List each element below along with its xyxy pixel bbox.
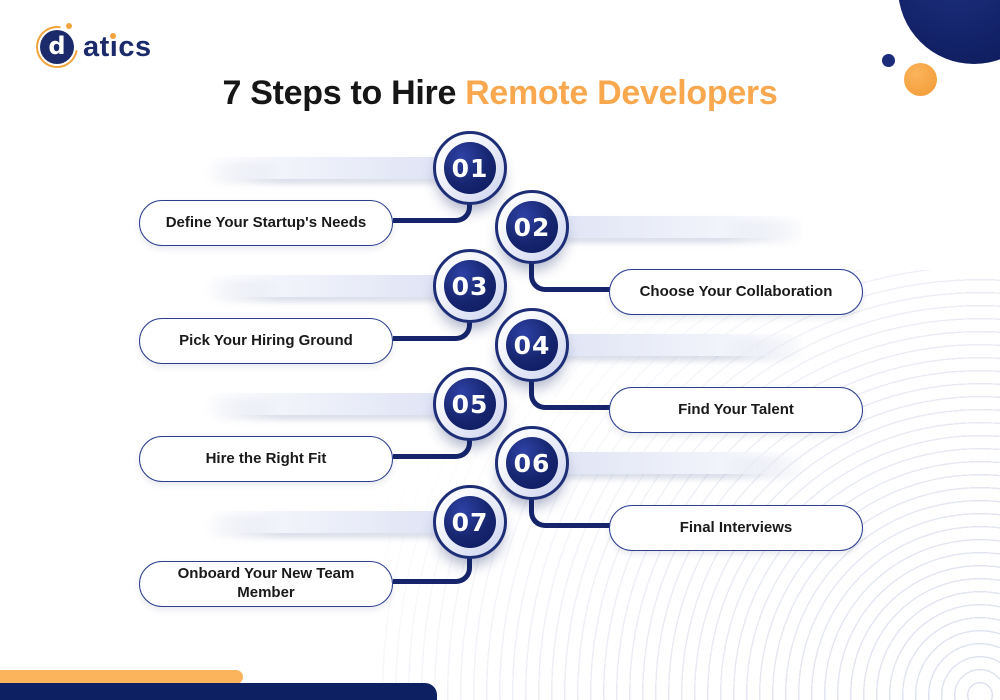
step-1-label: Define Your Startup's Needs [165, 213, 367, 231]
step-1-connector [393, 201, 472, 223]
step-1-label-pill: Define Your Startup's Needs [139, 200, 393, 246]
step-4: 04 Find Your Talent [0, 308, 1000, 443]
step-7-label: Onboard Your New Team Member [177, 565, 355, 601]
step-6-label: Final Interviews [679, 518, 793, 536]
step-7-connector [393, 557, 472, 584]
step-6-connector [529, 496, 614, 528]
step-3: 03 Pick Your Hiring Ground [0, 249, 1000, 384]
decor-dot-navy [882, 54, 895, 67]
step-6-number-badge: 06 [495, 426, 569, 500]
decor-dot-orange [904, 63, 937, 96]
step-7-number: 07 [444, 496, 496, 548]
logo-orange-dot [66, 23, 72, 29]
step-2-number: 02 [506, 201, 558, 253]
step-6-number: 06 [506, 437, 558, 489]
bottom-bar-navy [0, 683, 437, 700]
step-7-label-pill: Onboard Your New Team Member [139, 561, 393, 607]
step-2-label: Choose Your Collaboration [639, 282, 833, 300]
step-1: 01 Define Your Startup's Needs [0, 131, 1000, 266]
step-3-label: Pick Your Hiring Ground [179, 331, 353, 349]
step-5-bar [205, 393, 457, 415]
step-3-label-pill: Pick Your Hiring Ground [139, 318, 393, 364]
title-accent-text: Remote Developers [465, 74, 778, 112]
step-6-label-pill: Final Interviews [609, 505, 863, 551]
step-3-bar [205, 275, 457, 297]
step-5-number: 05 [444, 378, 496, 430]
logo-i-tittle-dot [110, 32, 116, 39]
step-7-bar [205, 511, 457, 533]
step-4-label: Find Your Talent [678, 400, 794, 418]
step-3-number-badge: 03 [433, 249, 507, 323]
logo-wordmark-text: atics [83, 30, 152, 63]
step-4-connector [529, 378, 614, 410]
step-2-number-badge: 02 [495, 190, 569, 264]
step-1-number-badge: 01 [433, 131, 507, 205]
step-5-connector [393, 437, 472, 459]
step-1-number: 01 [444, 142, 496, 194]
step-5-number-badge: 05 [433, 367, 507, 441]
step-1-bar [205, 157, 457, 179]
logo-wordmark: atics [83, 31, 152, 64]
step-5: 05 Hire the Right Fit [0, 367, 1000, 502]
bottom-bar-orange [0, 670, 243, 684]
step-7-number-badge: 07 [433, 485, 507, 559]
step-4-number-badge: 04 [495, 308, 569, 382]
step-2-connector [529, 260, 614, 292]
step-6-bar [530, 452, 806, 474]
logo-letter-circle: d [40, 30, 74, 64]
step-2-bar [530, 216, 806, 238]
step-4-bar [530, 334, 806, 356]
logo-emblem-icon: d [27, 17, 87, 77]
step-4-number: 04 [506, 319, 558, 371]
title-dark-text: 7 Steps to Hire [222, 74, 457, 112]
step-7: 07 Onboard Your New Team Member [0, 485, 1000, 620]
decor-circle-large [898, 0, 1000, 64]
step-6: 06 Final Interviews [0, 426, 1000, 561]
step-5-label-pill: Hire the Right Fit [139, 436, 393, 482]
step-4-label-pill: Find Your Talent [609, 387, 863, 433]
step-5-label: Hire the Right Fit [205, 449, 327, 467]
step-2-label-pill: Choose Your Collaboration [609, 269, 863, 315]
step-3-number: 03 [444, 260, 496, 312]
step-2: 02 Choose Your Collaboration [0, 190, 1000, 325]
diatics-logo: d atics [27, 17, 152, 77]
step-3-connector [393, 319, 472, 341]
